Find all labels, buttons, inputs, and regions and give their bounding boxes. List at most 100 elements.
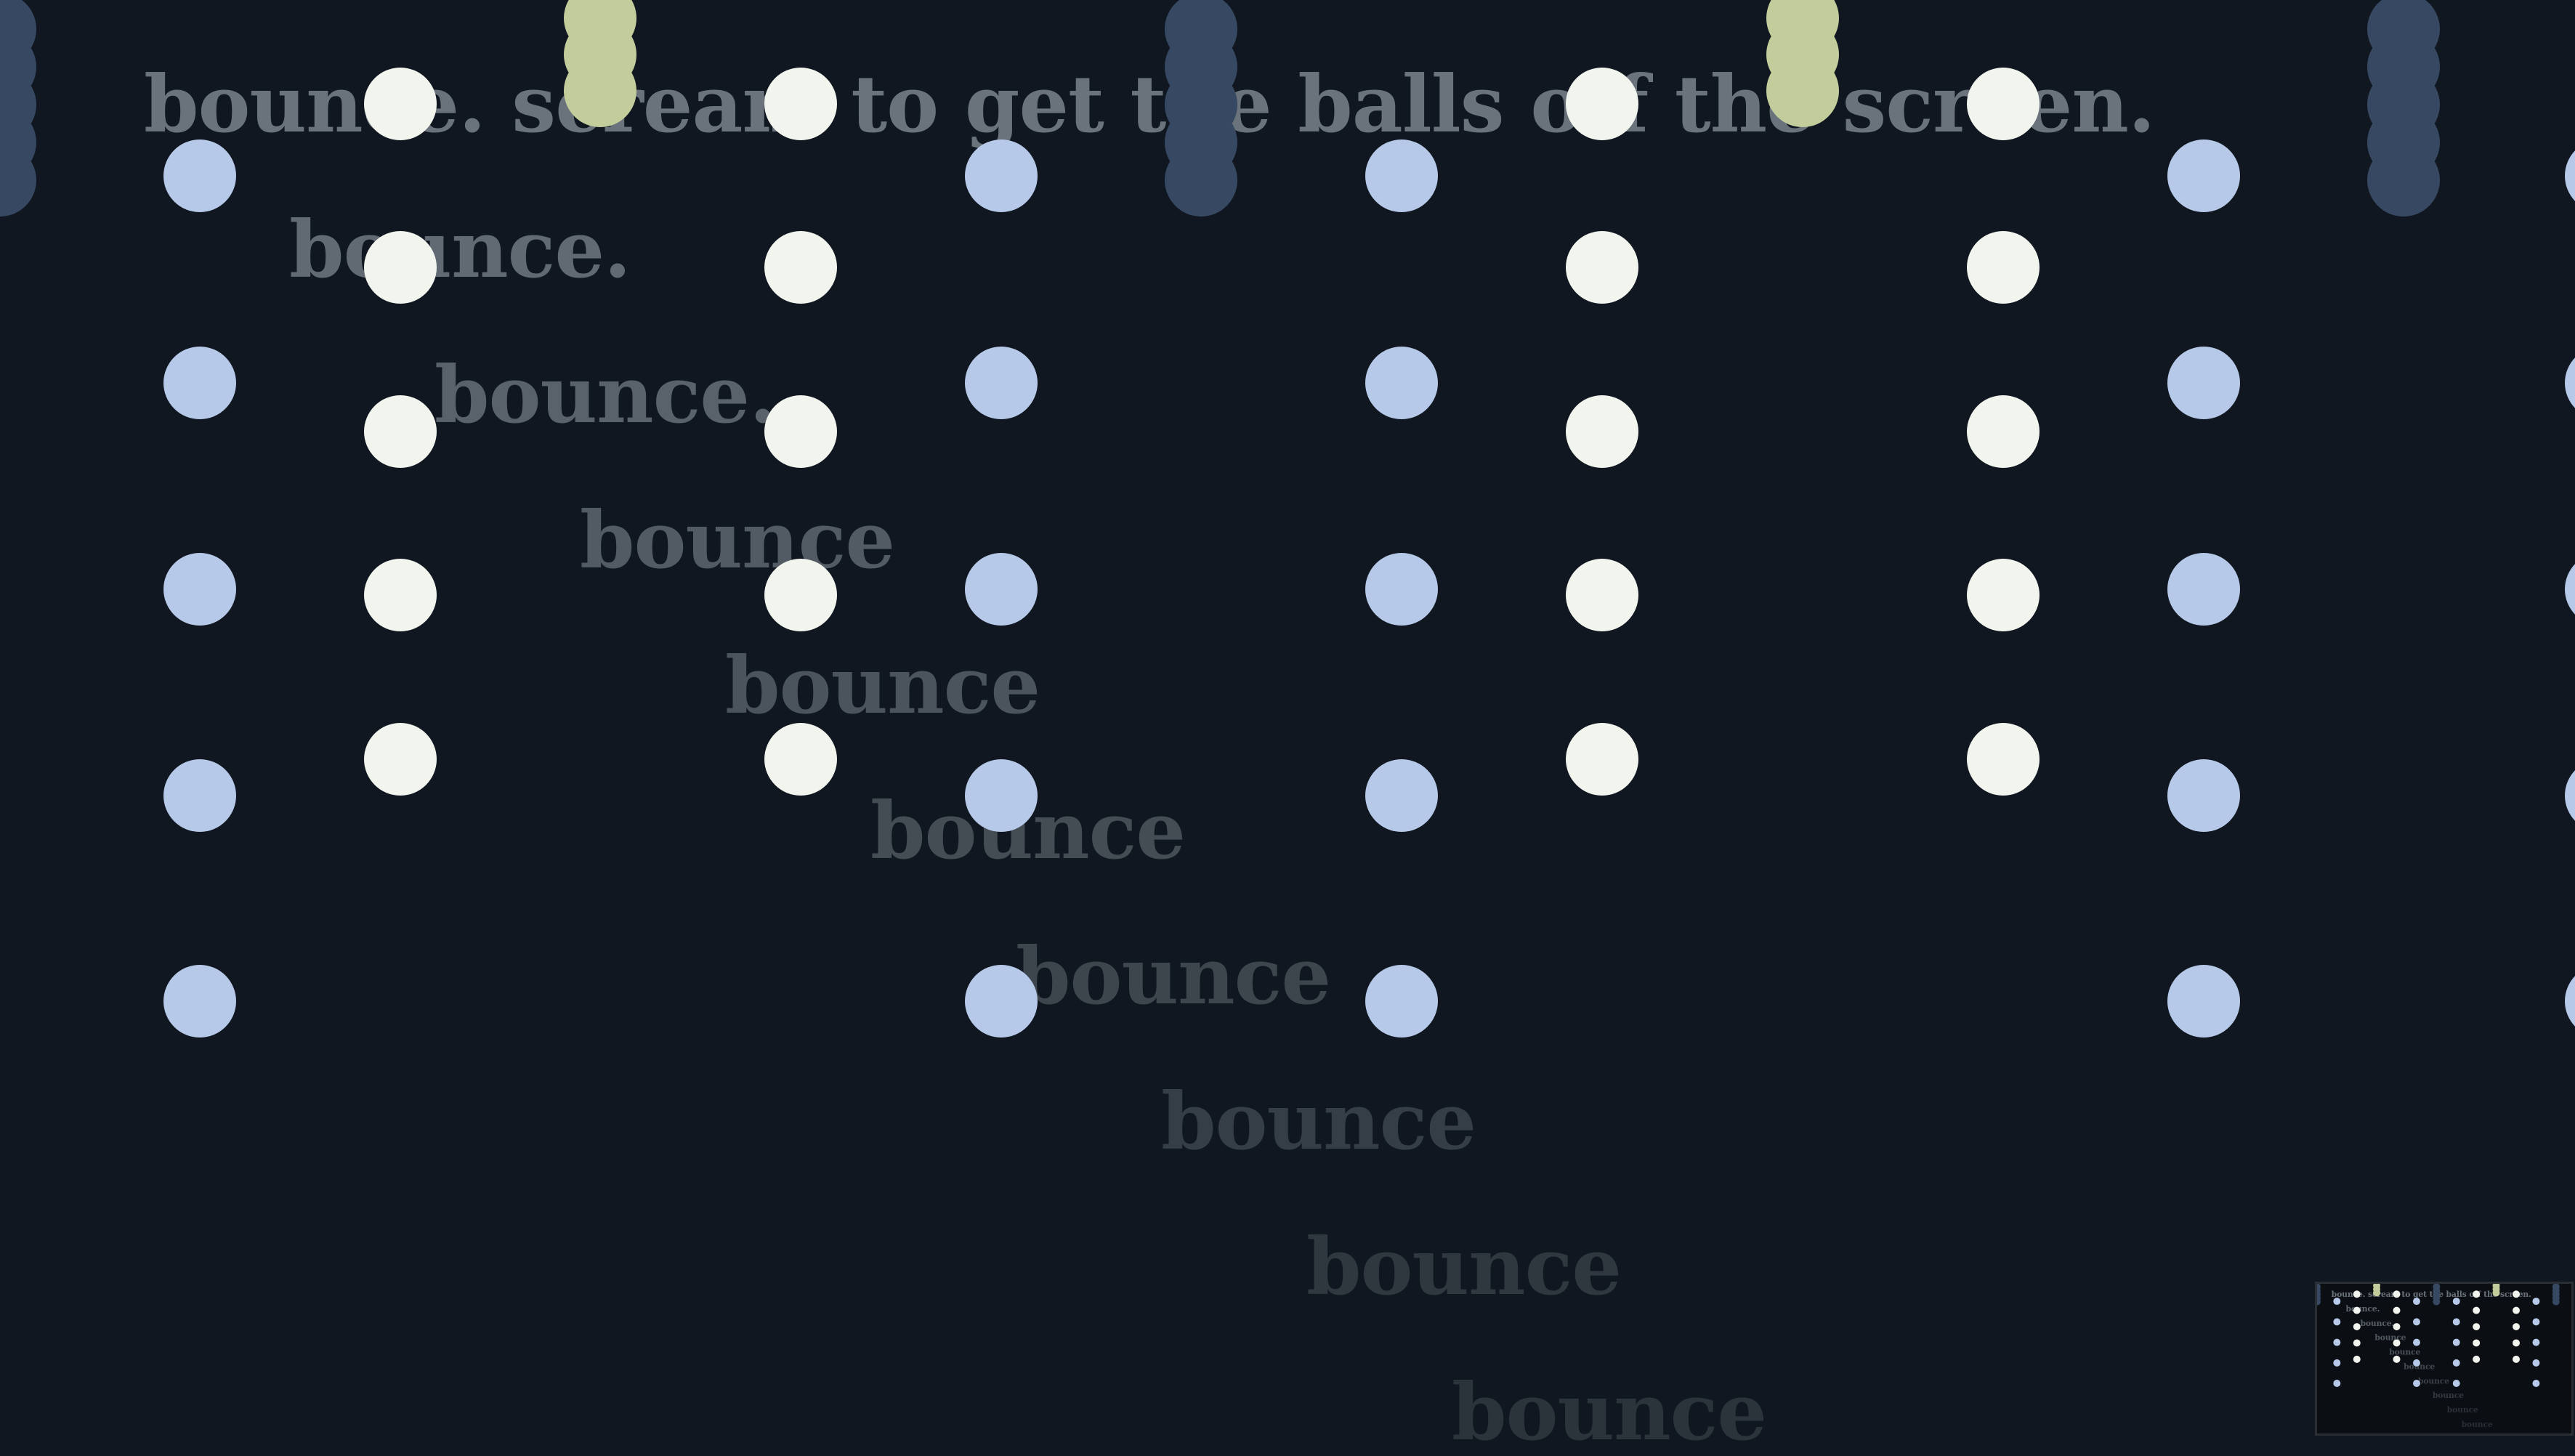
white-ball: [2473, 1290, 2481, 1298]
blue-ball: [2333, 1318, 2341, 1326]
blue-ball: [1365, 139, 1438, 212]
bounce-text: bounce.: [434, 349, 777, 441]
blue-ball: [965, 139, 1038, 212]
green-ball: [564, 54, 636, 127]
navy-ball: [2552, 1298, 2560, 1306]
blue-ball: [1365, 965, 1438, 1038]
green-ball: [1766, 54, 1839, 127]
white-ball: [2513, 1290, 2521, 1298]
blue-ball: [2532, 1298, 2540, 1306]
blue-ball: [2413, 1359, 2420, 1367]
bounce-text: bounce: [2389, 1347, 2421, 1357]
white-ball: [2473, 1323, 2481, 1331]
white-ball: [364, 231, 437, 304]
navy-ball: [2552, 1287, 2560, 1295]
blue-ball: [2565, 965, 2575, 1038]
white-ball: [1967, 723, 2040, 796]
white-ball: [1566, 723, 1638, 796]
green-ball: [2373, 1289, 2381, 1297]
white-ball: [764, 395, 837, 468]
navy-ball: [2317, 1294, 2321, 1302]
blue-ball: [2413, 1298, 2420, 1306]
bounce-text: bounce: [2417, 1376, 2450, 1386]
white-ball: [1967, 559, 2040, 631]
minimap-preview: bounce. scream to get the balls off the …: [2315, 1282, 2574, 1436]
blue-ball: [2452, 1318, 2460, 1326]
white-ball: [2393, 1323, 2401, 1331]
navy-ball: [2317, 1298, 2321, 1306]
green-ball: [2492, 1289, 2500, 1297]
white-ball: [364, 723, 437, 796]
white-ball: [2353, 1306, 2361, 1314]
bounce-text: bounce: [2404, 1362, 2435, 1371]
blue-ball: [2532, 1380, 2540, 1387]
navy-ball: [2433, 1298, 2441, 1306]
white-ball: [1566, 559, 1638, 631]
white-ball: [2393, 1339, 2401, 1347]
white-ball: [364, 559, 437, 631]
white-ball: [2473, 1306, 2481, 1314]
blue-ball: [1365, 347, 1438, 419]
white-ball: [2353, 1290, 2361, 1298]
blue-ball: [2333, 1380, 2341, 1387]
white-ball: [2353, 1323, 2361, 1331]
blue-ball: [2532, 1338, 2540, 1346]
blue-ball: [2167, 553, 2240, 626]
white-ball: [1566, 231, 1638, 304]
white-ball: [2473, 1355, 2481, 1363]
navy-ball: [2433, 1294, 2441, 1302]
navy-ball: [2317, 1290, 2321, 1298]
blue-ball: [2565, 553, 2575, 626]
blue-ball: [2565, 139, 2575, 212]
white-ball: [2393, 1306, 2401, 1314]
navy-ball: [2367, 144, 2440, 217]
white-ball: [764, 231, 837, 304]
blue-ball: [2572, 1339, 2574, 1346]
navy-ball: [2552, 1290, 2560, 1298]
white-ball: [1566, 68, 1638, 140]
white-ball: [1967, 68, 2040, 140]
white-ball: [1566, 395, 1638, 468]
blue-ball: [2167, 139, 2240, 212]
bounce-text: bounce: [2461, 1419, 2493, 1429]
bounce-text: bounce: [1016, 931, 1331, 1022]
blue-ball: [2572, 1380, 2574, 1387]
white-ball: [1967, 395, 2040, 468]
white-ball: [764, 68, 837, 140]
blue-ball: [2565, 759, 2575, 832]
white-ball: [2513, 1306, 2521, 1314]
bounce-text: bounce: [2446, 1405, 2478, 1415]
bounce-text: bounce: [1161, 1076, 1476, 1168]
blue-ball: [2572, 1298, 2574, 1305]
blue-ball: [965, 347, 1038, 419]
white-ball: [2393, 1355, 2401, 1363]
white-ball: [1967, 231, 2040, 304]
white-ball: [2353, 1355, 2361, 1363]
bounce-text: bounce: [1452, 1367, 1767, 1456]
text-layer: bounce. scream to get the balls off the …: [2317, 1284, 2571, 1429]
bounce-text: bounce: [1306, 1221, 1622, 1313]
blue-ball: [163, 965, 236, 1038]
blue-ball: [2532, 1318, 2540, 1326]
blue-ball: [2413, 1338, 2420, 1346]
blue-ball: [163, 759, 236, 832]
white-ball: [764, 723, 837, 796]
bounce-text: bounce: [2374, 1332, 2406, 1343]
blue-ball: [2532, 1359, 2540, 1367]
blue-ball: [1365, 759, 1438, 832]
white-ball: [2473, 1339, 2481, 1347]
blue-ball: [163, 139, 236, 212]
white-ball: [2393, 1290, 2401, 1298]
ball-layer: [2317, 1284, 2574, 1428]
blue-ball: [965, 965, 1038, 1038]
navy-ball: [2317, 1287, 2321, 1295]
blue-ball: [2572, 1359, 2574, 1367]
blue-ball: [2333, 1359, 2341, 1367]
blue-ball: [2333, 1298, 2341, 1306]
blue-ball: [2572, 1318, 2574, 1325]
white-ball: [764, 559, 837, 631]
blue-ball: [2452, 1298, 2460, 1306]
blue-ball: [1365, 553, 1438, 626]
